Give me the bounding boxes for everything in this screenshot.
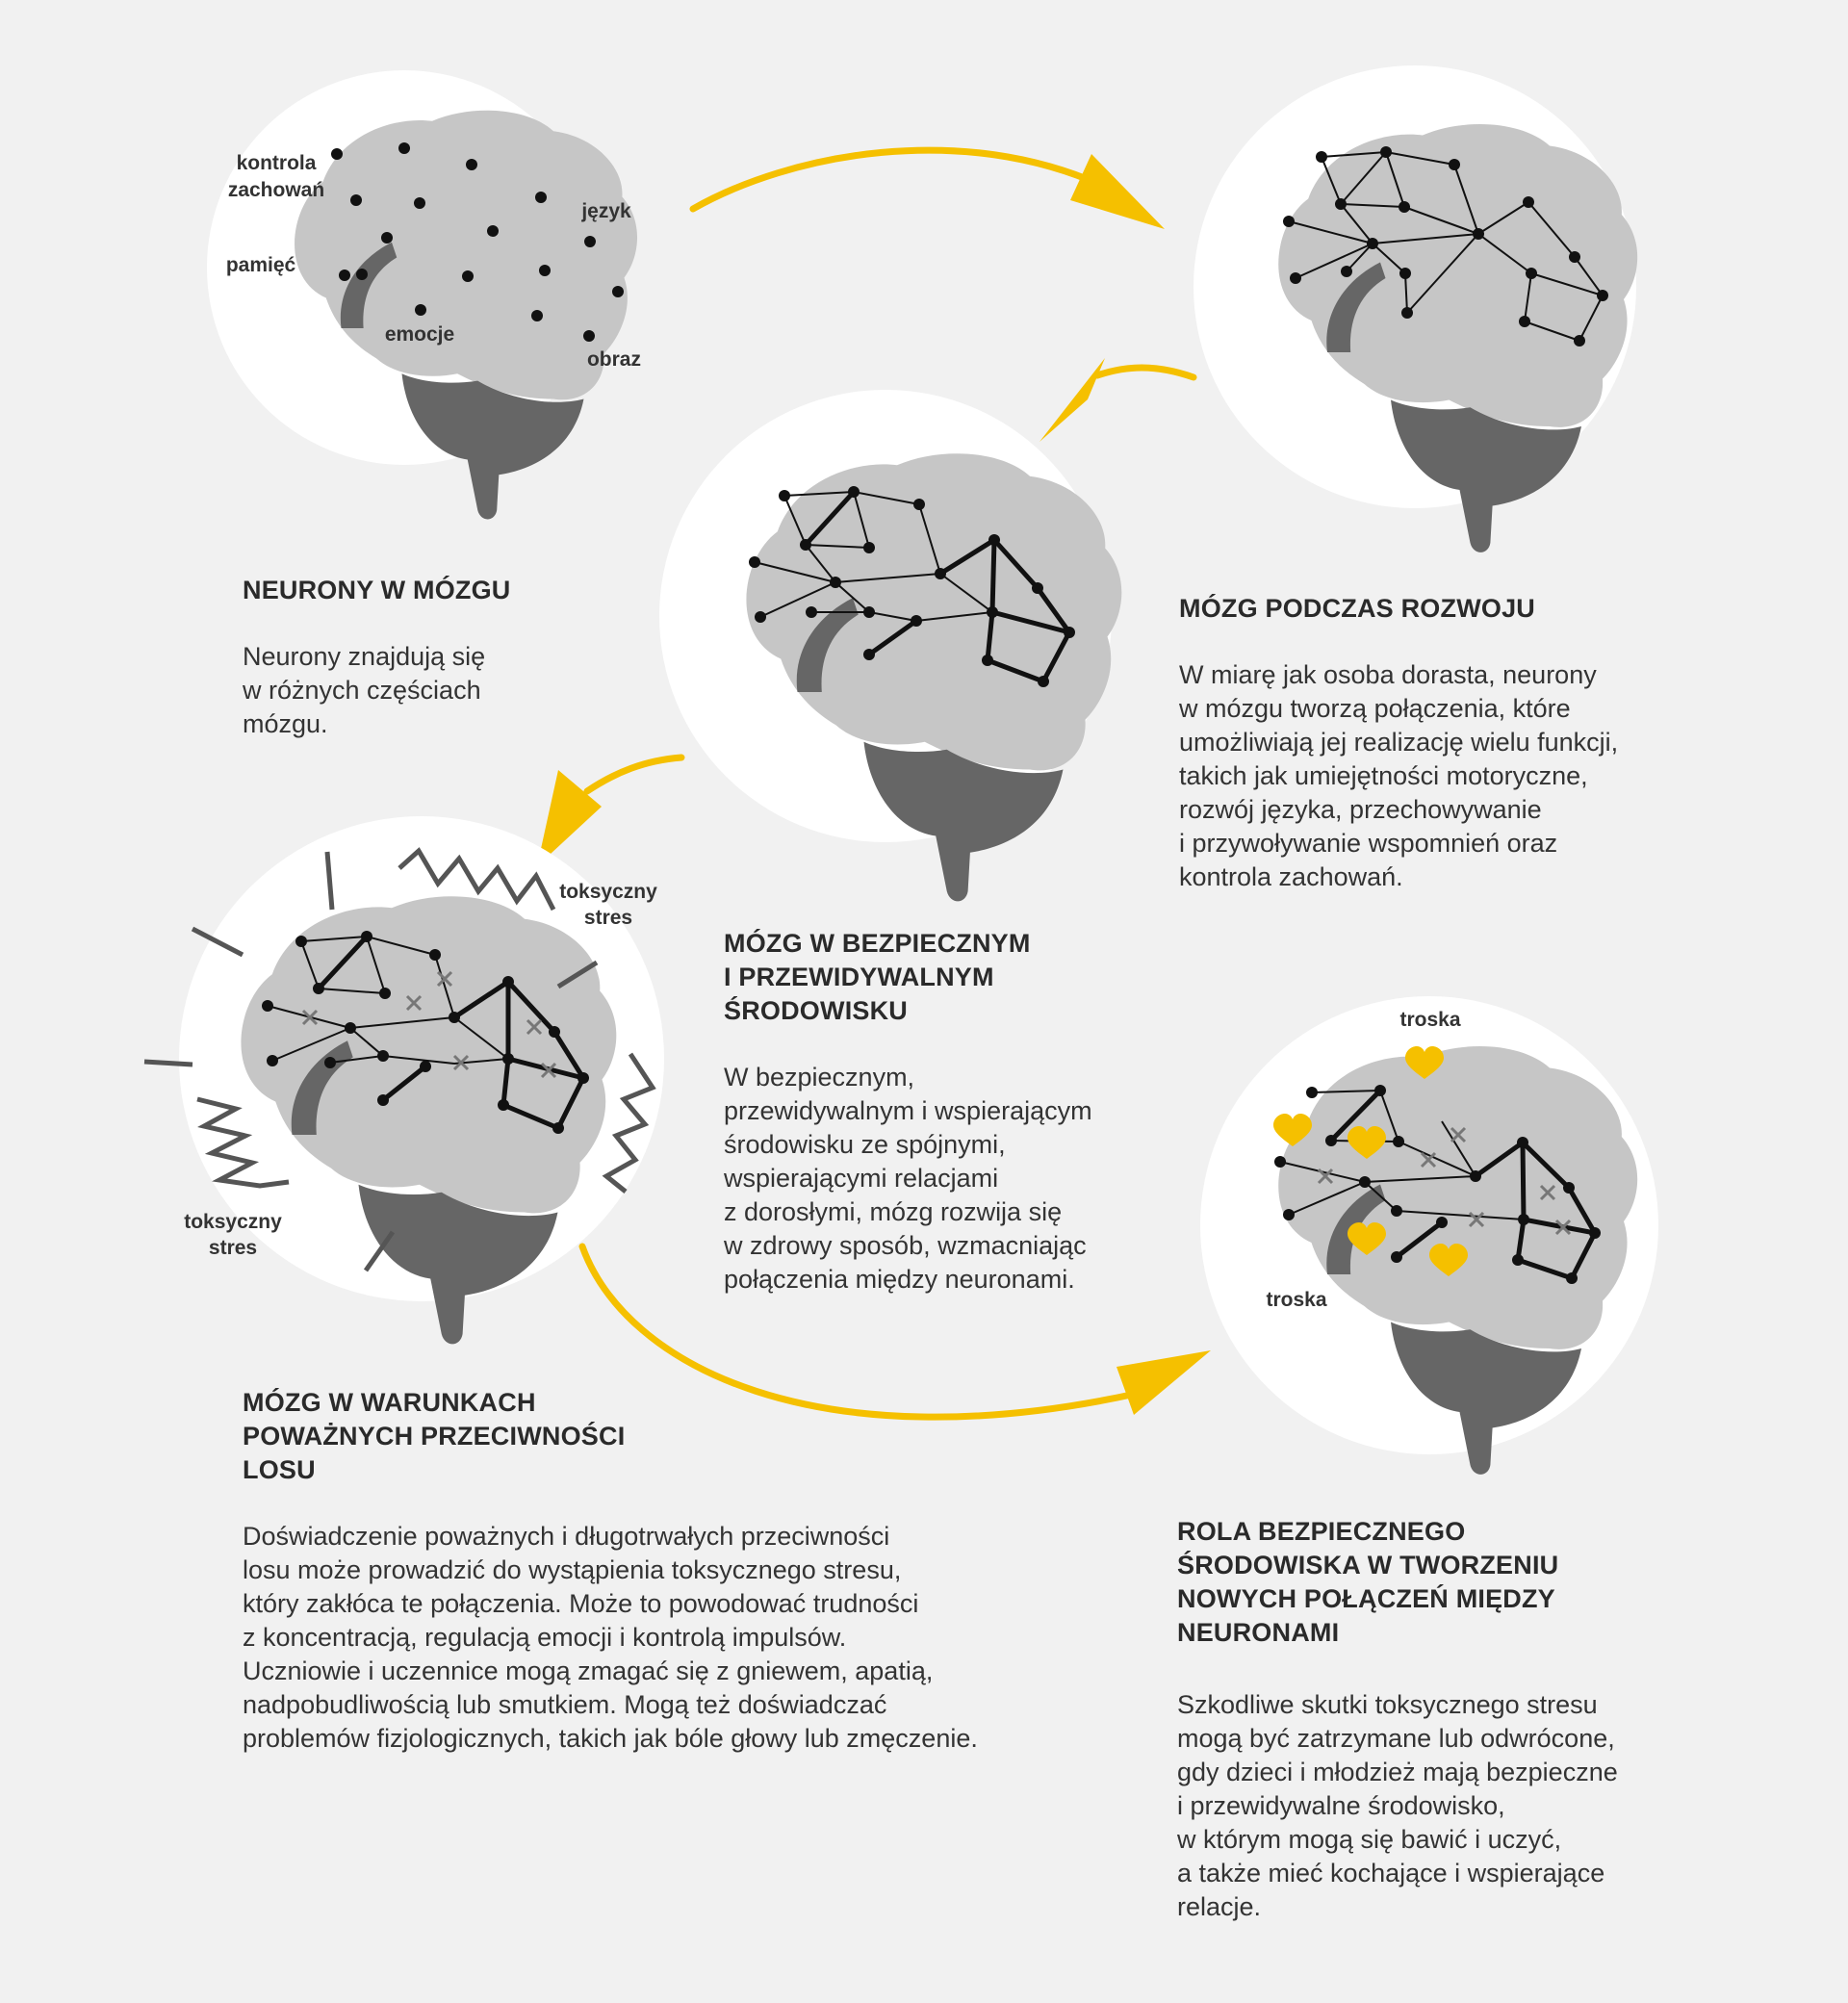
section-title: NEURONY W MÓZGU xyxy=(243,576,511,604)
zigzag-right xyxy=(602,1052,656,1194)
label-obraz: obraz xyxy=(587,348,641,371)
brain-3-strong-connections xyxy=(804,490,1072,684)
label-troska-bottom: troska xyxy=(1266,1289,1326,1311)
label-emocje: emocje xyxy=(385,323,454,346)
brain-4-broken-marks xyxy=(301,970,557,1079)
toxic-stress-marks xyxy=(143,847,656,1272)
brain-3-illustration xyxy=(746,453,1122,902)
arrow-4-to-5 xyxy=(578,1243,1140,1421)
brain-5-neurons xyxy=(1274,1085,1601,1284)
brain-3-neurons xyxy=(749,486,1075,687)
brain-5-strong-connections xyxy=(1329,1089,1598,1281)
arrows xyxy=(578,146,1197,1421)
arrow-head-4 xyxy=(1116,1350,1211,1415)
label-stres-top: stres xyxy=(584,907,632,929)
section-title: MÓZG W WARUNKACH POWAŻNYCH PRZECIWNOŚCI … xyxy=(243,1388,626,1484)
section-title: MÓZG W BEZPIECZNYM I PRZEWIDYWALNYM ŚROD… xyxy=(724,929,1031,1025)
label-kontrola: kontrola xyxy=(237,152,317,174)
label-stres-bottom: stres xyxy=(209,1237,257,1259)
section-przeciwnosci: MÓZG W WARUNKACH POWAŻNYCH PRZECIWNOŚCI … xyxy=(243,1386,1109,1756)
section-text: Neurony znajdują się w różnych częściach… xyxy=(243,642,486,738)
section-text: W miarę jak osoba dorasta, neurony w móz… xyxy=(1179,660,1619,891)
brain-2-panel xyxy=(1194,65,1638,552)
brain-1-illustration xyxy=(295,110,638,520)
brain-4-panel: toksyczny stres toksyczny stres xyxy=(143,816,664,1345)
section-text: W bezpiecznym, przewidywalnym i wspieraj… xyxy=(724,1063,1092,1294)
brain-1-neurons xyxy=(331,142,624,342)
section-title: ROLA BEZPIECZNEGO ŚRODOWISKA W TWORZENIU… xyxy=(1177,1517,1559,1647)
section-neurony: NEURONY W MÓZGU Neurony znajdują się w r… xyxy=(243,574,560,741)
brain-2-neurons xyxy=(1283,146,1608,347)
label-troska-top: troska xyxy=(1399,1009,1460,1031)
section-text: Doświadczenie poważnych i długotrwałych … xyxy=(243,1522,978,1753)
section-rozwoj: MÓZG PODCZAS ROZWOJU W miarę jak osoba d… xyxy=(1179,592,1757,894)
arrow-head-3 xyxy=(537,770,602,866)
section-title: MÓZG PODCZAS ROZWOJU xyxy=(1179,594,1535,623)
brain-5-broken-marks xyxy=(1317,1126,1572,1236)
arrow-heads xyxy=(537,154,1211,1415)
brain-4-neurons xyxy=(262,931,589,1134)
label-jezyk: język xyxy=(580,200,631,222)
zigzag-top xyxy=(398,847,556,912)
section-text: Szkodliwe skutki toksycznego stresu mogą… xyxy=(1177,1690,1618,1921)
arrow-1-to-2 xyxy=(689,146,1111,213)
label-toksyczny-bottom: toksyczny xyxy=(184,1211,282,1233)
brain-3-thin-connections xyxy=(754,491,993,622)
brain-3-panel xyxy=(659,390,1122,902)
brain-1-panel: kontrola zachowań pamięć język emocje ob… xyxy=(207,70,641,520)
brain-5-panel: troska troska xyxy=(1200,996,1658,1475)
brain-2-connections xyxy=(1288,150,1604,342)
section-bezpieczne: MÓZG W BEZPIECZNYM I PRZEWIDYWALNYM ŚROD… xyxy=(724,927,1186,1297)
label-zachowan: zachowań xyxy=(228,179,324,201)
arrow-2-to-3 xyxy=(1093,364,1197,381)
section-rola: ROLA BEZPIECZNEGO ŚRODOWISKA W TWORZENIU… xyxy=(1177,1515,1774,1924)
arrow-head-1 xyxy=(1070,154,1165,229)
zigzag-left xyxy=(196,1096,290,1189)
arrow-head-2 xyxy=(1040,358,1105,442)
label-toksyczny-top: toksyczny xyxy=(559,881,657,903)
brain-5-thin-connections xyxy=(1279,1090,1525,1220)
label-pamiec: pamięć xyxy=(226,254,296,276)
arrow-3-to-4 xyxy=(583,754,685,795)
